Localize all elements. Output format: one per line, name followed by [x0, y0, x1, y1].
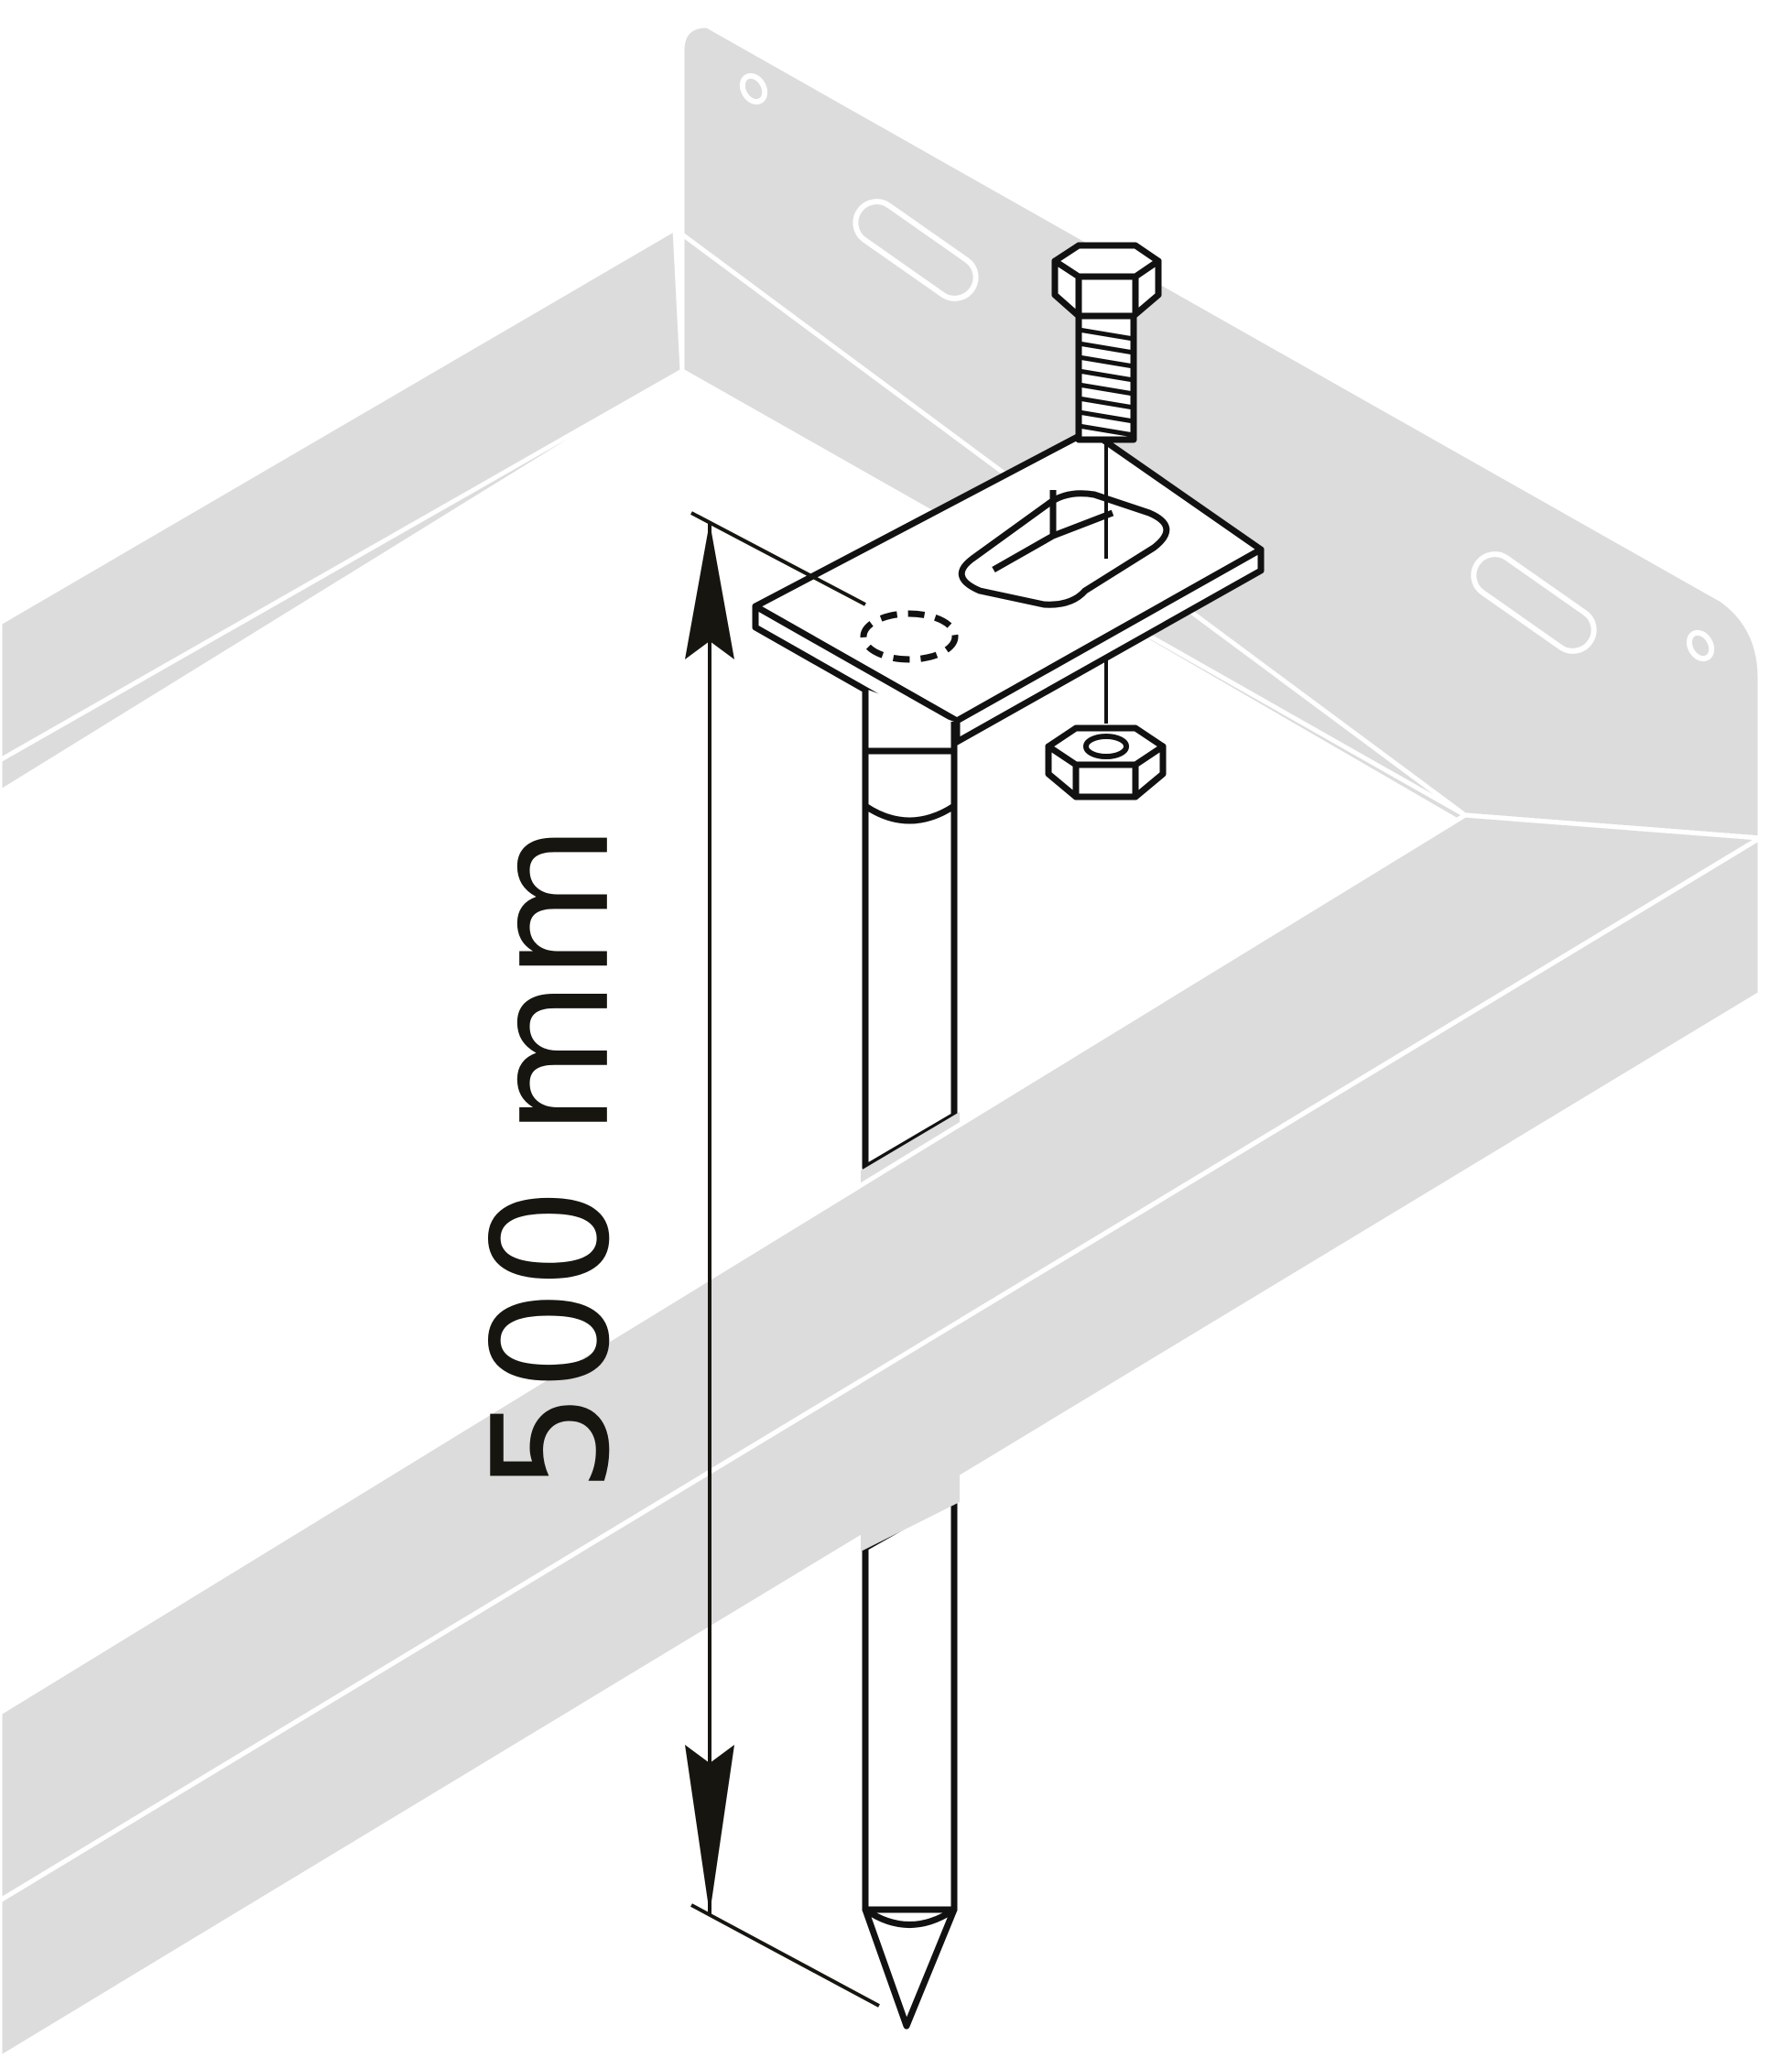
frame-rail-overlap — [861, 1112, 960, 1552]
plate-hidden-hole — [860, 610, 959, 663]
spike-rod-upper — [862, 683, 958, 1171]
hex-nut-icon — [1045, 658, 1167, 800]
bolt-head-edges — [1075, 277, 1139, 316]
frame-holes — [739, 72, 1715, 662]
spike-collar — [862, 689, 958, 755]
dim-extension-top — [690, 511, 866, 606]
dimension-label: 500 mm — [460, 824, 646, 1494]
bolt-threads — [1078, 327, 1135, 438]
hex-bolt-icon — [1051, 242, 1162, 559]
nut-hole — [1083, 734, 1129, 759]
frame-slot-hole-right — [1471, 551, 1597, 654]
plate-slot — [958, 490, 1170, 608]
bolt-head-top — [1051, 242, 1162, 280]
frame-left-rail-top — [0, 226, 685, 763]
frame-round-hole-left — [739, 72, 768, 105]
dim-arrow-top — [685, 522, 734, 659]
spike-rod-lower — [862, 1494, 958, 1913]
frame-rail-overlap-lines — [0, 812, 1762, 1903]
frame-slot-hole-left — [853, 199, 979, 301]
frame-round-hole-right — [1686, 629, 1715, 662]
dimension-arrow-icon — [685, 511, 880, 2008]
frame-back-flange — [679, 23, 1763, 841]
plate-slot-inner — [992, 490, 1114, 573]
dim-arrow-bottom — [685, 1745, 734, 1914]
spike-tip — [862, 1906, 958, 2030]
nut-edges — [1072, 765, 1139, 797]
dim-extension-bottom — [690, 1903, 880, 2008]
spike-rod-ring — [863, 803, 956, 824]
